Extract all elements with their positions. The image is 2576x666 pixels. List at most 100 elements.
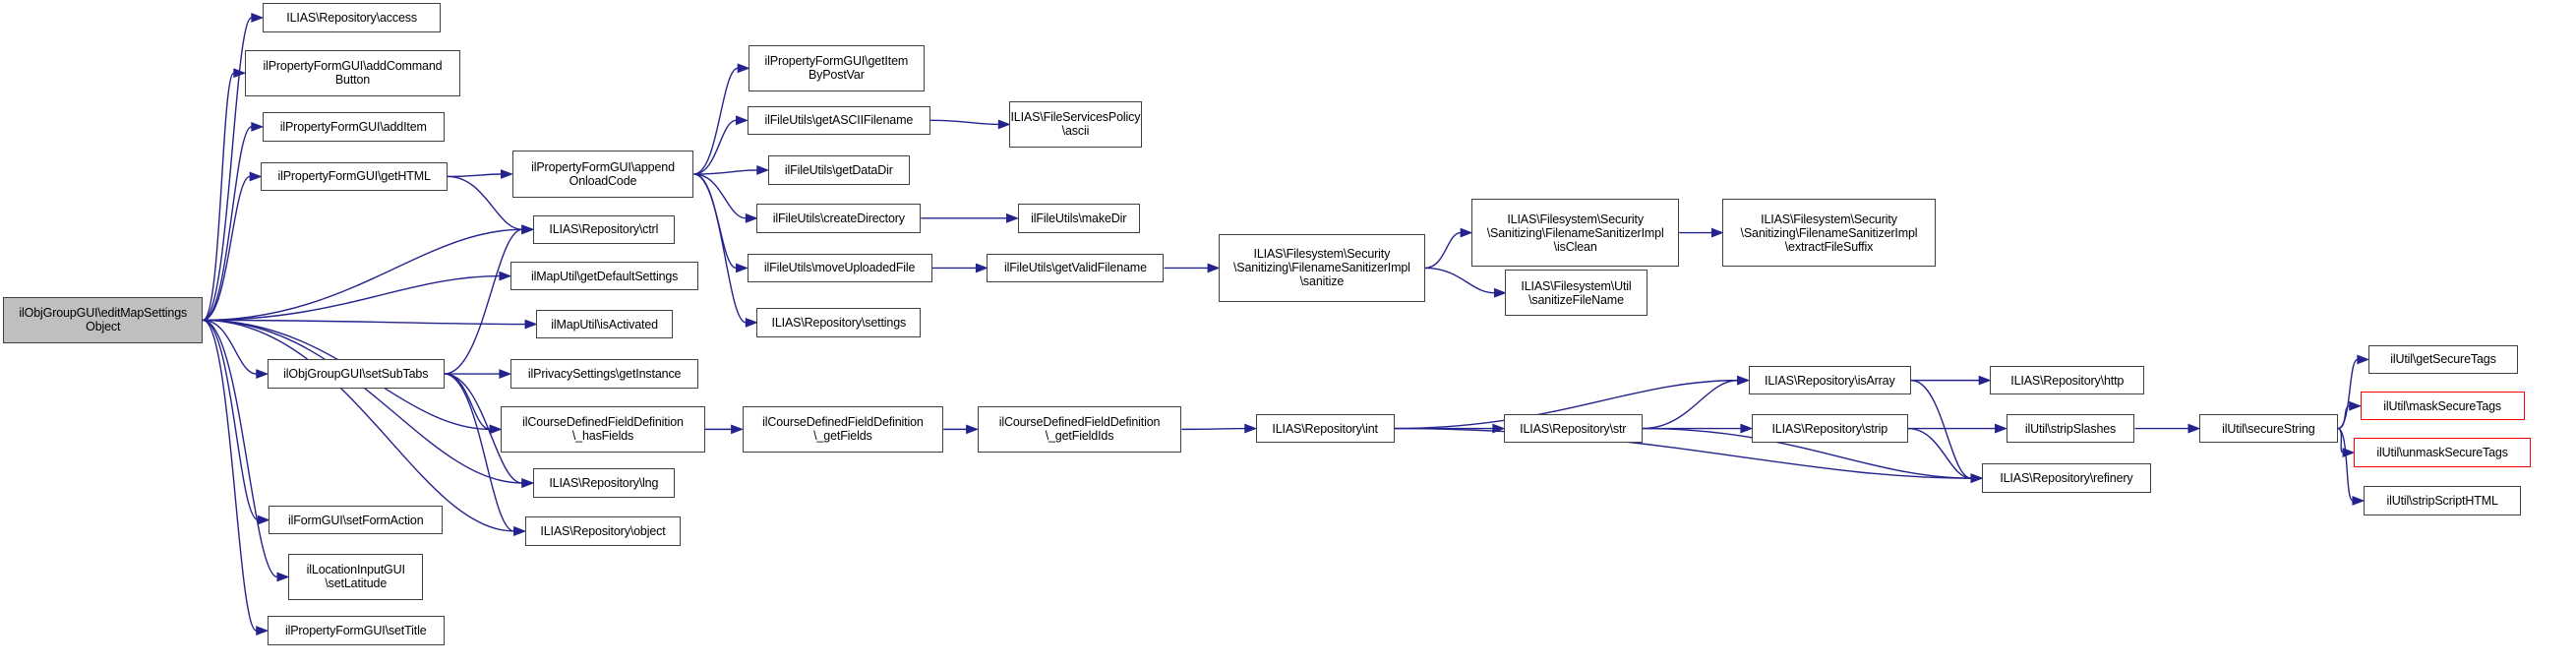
graph-node-access[interactable]: ILIAS\Repository\access: [262, 3, 442, 32]
edge-int-to-isArray: [1394, 379, 1738, 430]
arrowhead-stripSlashes-to-secureString: [2187, 423, 2201, 434]
edge-appendOnloadCode-to-getItemByPostVar: [693, 67, 739, 175]
arrowhead-isArray-to-http: [1978, 375, 1992, 386]
edge-sanitize-to-sanitizeFileName: [1424, 267, 1495, 294]
graph-node-root[interactable]: ilObjGroupGUI\editMapSettings Object: [3, 296, 204, 344]
graph-node-getValidFilename[interactable]: ilFileUtils\getValidFilename: [987, 253, 1165, 283]
edge-appendOnloadCode-to-settings: [693, 173, 747, 324]
graph-node-unmaskSecureTags[interactable]: ilUtil\unmaskSecureTags: [2354, 438, 2532, 467]
edge-secureString-to-stripScriptHTML: [2337, 427, 2354, 502]
graph-node-str[interactable]: ILIAS\Repository\str: [1503, 413, 1643, 444]
edge-appendOnloadCode-to-createDirectory: [693, 173, 747, 219]
edge-root-to-addItem: [203, 126, 253, 322]
arrowhead-secureString-to-stripScriptHTML: [2352, 496, 2366, 506]
edge-secureString-to-getSecureTags: [2337, 358, 2359, 430]
arrowhead-hasFields-to-getFields: [731, 424, 745, 435]
graph-node-object[interactable]: ILIAS\Repository\object: [524, 516, 682, 546]
graph-node-setSubTabs[interactable]: ilObjGroupGUI\setSubTabs: [267, 359, 445, 389]
arrowhead-setSubTabs-to-getInstance: [499, 369, 512, 380]
edge-root-to-setSubTabs: [203, 319, 257, 375]
graph-node-maskSecureTags[interactable]: ilUtil\maskSecureTags: [2360, 392, 2525, 421]
arrowhead-setSubTabs-to-lng: [521, 478, 535, 488]
graph-node-moveUploadedFile[interactable]: ilFileUtils\moveUploadedFile: [747, 253, 932, 283]
edge-root-to-addCommandButton: [202, 72, 235, 322]
edge-getHTML-to-ctrl: [448, 175, 522, 230]
arrowhead-root-to-getDefaultSettings: [499, 271, 512, 281]
arrowhead-secureString-to-maskSecureTags: [2349, 400, 2363, 411]
graph-node-getDefaultSettings[interactable]: ilMapUtil\getDefaultSettings: [509, 261, 699, 291]
graph-node-lng[interactable]: ILIAS\Repository\lng: [532, 468, 675, 498]
arrowhead-root-to-isActivated: [524, 319, 538, 330]
arrowhead-root-to-setFormAction: [257, 515, 270, 525]
edge-root-to-access: [202, 17, 253, 322]
arrowhead-getFields-to-getFieldIds: [966, 424, 979, 435]
graph-node-setLatitude[interactable]: ilLocationInputGUI \setLatitude: [288, 553, 424, 601]
arrowhead-root-to-setSubTabs: [256, 369, 270, 380]
graph-node-stripSlashes[interactable]: ilUtil\stripSlashes: [2006, 413, 2135, 444]
edge-int-to-refinery: [1394, 427, 1971, 479]
graph-node-isClean[interactable]: ILIAS\Filesystem\Security \Sanitizing\Fi…: [1471, 199, 1680, 267]
graph-node-addCommandButton[interactable]: ilPropertyFormGUI\addCommand Button: [244, 49, 461, 96]
graph-node-getSecureTags[interactable]: ilUtil\getSecureTags: [2367, 344, 2519, 375]
edge-root-to-object: [203, 319, 514, 532]
edge-root-to-setLatitude: [203, 319, 278, 578]
arrowhead-setSubTabs-to-hasFields: [489, 424, 503, 435]
graph-node-isArray[interactable]: ILIAS\Repository\isArray: [1748, 365, 1911, 395]
graph-node-sanitizeFileName[interactable]: ILIAS\Filesystem\Util \sanitizeFileName: [1505, 270, 1647, 317]
graph-node-getItemByPostVar[interactable]: ilPropertyFormGUI\getItem ByPostVar: [749, 44, 925, 91]
graph-node-setFormAction[interactable]: ilFormGUI\setFormAction: [269, 505, 444, 535]
edge-appendOnloadCode-to-getDataDir: [693, 169, 757, 175]
arrowhead-appendOnloadCode-to-getDataDir: [756, 164, 770, 175]
arrowhead-sanitize-to-sanitizeFileName: [1493, 287, 1507, 298]
graph-node-hasFields[interactable]: ilCourseDefinedFieldDefinition \_hasFiel…: [501, 405, 705, 454]
edge-root-to-ctrl: [203, 228, 522, 322]
arrowhead-root-to-getHTML: [249, 171, 263, 182]
arrowhead-str-to-isArray: [1737, 375, 1751, 386]
graph-node-http[interactable]: ILIAS\Repository\http: [1990, 365, 2145, 395]
graph-node-getInstance[interactable]: ilPrivacySettings\getInstance: [509, 359, 699, 389]
edge-setSubTabs-to-ctrl: [444, 228, 522, 375]
graph-node-sanitize[interactable]: ILIAS\Filesystem\Security \Sanitizing\Fi…: [1219, 234, 1425, 302]
arrowhead-str-to-strip: [1740, 423, 1754, 434]
graph-node-extractFileSuffix[interactable]: ILIAS\Filesystem\Security \Sanitizing\Fi…: [1722, 199, 1936, 267]
graph-node-setTitle[interactable]: ilPropertyFormGUI\setTitle: [267, 616, 445, 645]
edge-getHTML-to-appendOnloadCode: [448, 173, 502, 178]
graph-node-isActivated[interactable]: ilMapUtil\isActivated: [536, 309, 674, 339]
graph-node-getDataDir[interactable]: ilFileUtils\getDataDir: [767, 155, 910, 185]
graph-node-int[interactable]: ILIAS\Repository\int: [1255, 413, 1395, 444]
edge-secureString-to-maskSecureTags: [2337, 405, 2350, 430]
edge-str-to-refinery: [1642, 427, 1971, 479]
graph-node-getFields[interactable]: ilCourseDefinedFieldDefinition \_getFiel…: [742, 405, 944, 454]
graph-node-settings[interactable]: ILIAS\Repository\settings: [756, 308, 922, 337]
graph-node-getFieldIds[interactable]: ilCourseDefinedFieldDefinition \_getFiel…: [977, 405, 1182, 454]
edge-getASCIIFilename-to-ascii: [930, 119, 999, 126]
arrowhead-createDirectory-to-makeDir: [1006, 212, 1019, 223]
arrowhead-appendOnloadCode-to-getASCIIFilename: [736, 115, 749, 126]
arrowhead-setSubTabs-to-ctrl: [521, 224, 535, 235]
edge-root-to-isActivated: [203, 319, 526, 326]
graph-node-ascii[interactable]: ILIAS\FileServicesPolicy \ascii: [1009, 100, 1142, 149]
arrowhead-sanitize-to-isClean: [1460, 227, 1473, 238]
arrowhead-isClean-to-extractFileSuffix: [1710, 227, 1724, 238]
graph-node-addItem[interactable]: ilPropertyFormGUI\addItem: [262, 112, 445, 142]
graph-node-appendOnloadCode[interactable]: ilPropertyFormGUI\append OnloadCode: [511, 151, 694, 198]
edge-str-to-isArray: [1642, 379, 1738, 430]
arrowhead-secureString-to-getSecureTags: [2357, 354, 2370, 365]
graph-node-getASCIIFilename[interactable]: ilFileUtils\getASCIIFilename: [747, 105, 931, 136]
edge-root-to-setTitle: [202, 319, 258, 632]
graph-node-getHTML[interactable]: ilPropertyFormGUI\getHTML: [261, 161, 449, 192]
graph-node-refinery[interactable]: ILIAS\Repository\refinery: [1981, 463, 2151, 493]
graph-node-stripScriptHTML[interactable]: ilUtil\stripScriptHTML: [2363, 486, 2522, 515]
graph-node-strip[interactable]: ILIAS\Repository\strip: [1751, 413, 1908, 444]
edge-root-to-getHTML: [203, 175, 251, 322]
edge-appendOnloadCode-to-moveUploadedFile: [693, 173, 737, 270]
graph-node-secureString[interactable]: ilUtil\secureString: [2198, 413, 2338, 444]
arrowhead-moveUploadedFile-to-getValidFilename: [975, 263, 988, 273]
graph-node-createDirectory[interactable]: ilFileUtils\createDirectory: [756, 204, 922, 233]
graph-node-ctrl[interactable]: ILIAS\Repository\ctrl: [532, 214, 675, 244]
graph-node-makeDir[interactable]: ilFileUtils\makeDir: [1017, 204, 1140, 233]
arrowhead-appendOnloadCode-to-moveUploadedFile: [736, 263, 749, 273]
arrowhead-appendOnloadCode-to-settings: [745, 317, 758, 328]
arrowhead-setSubTabs-to-object: [513, 526, 527, 536]
edge-sanitize-to-isClean: [1424, 231, 1462, 270]
